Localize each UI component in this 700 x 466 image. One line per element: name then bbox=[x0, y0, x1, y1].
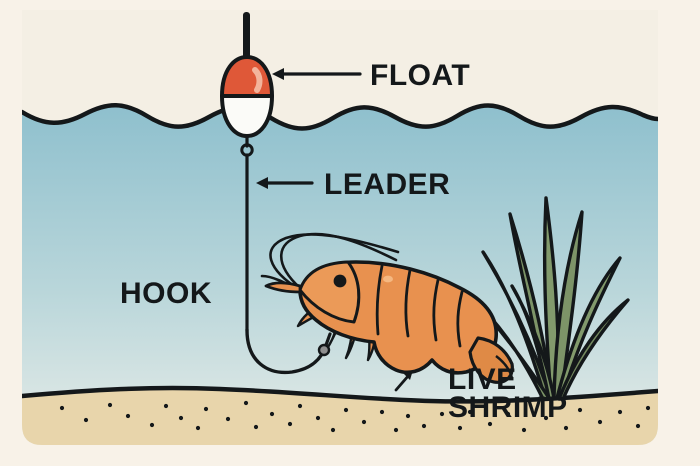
label-live: LIVE bbox=[448, 363, 517, 396]
float-arrowhead-icon bbox=[272, 68, 284, 80]
float-bottom bbox=[220, 94, 274, 138]
shrimp-arrowhead-icon bbox=[404, 370, 413, 380]
hook-in-shrimp bbox=[317, 343, 331, 357]
shrimp-arrow-line bbox=[394, 373, 411, 392]
hook-bend bbox=[245, 328, 328, 375]
bobber-float bbox=[220, 12, 274, 138]
label-hook: HOOK bbox=[120, 277, 212, 310]
label-float: FLOAT bbox=[370, 59, 470, 92]
sand-speckles bbox=[59, 400, 651, 433]
shrimp-tail bbox=[468, 336, 514, 384]
seagrass-plant bbox=[468, 196, 630, 401]
shrimp-segments bbox=[375, 264, 464, 348]
shrimp-highlight bbox=[383, 275, 393, 283]
leader-callout: LEADER bbox=[256, 168, 450, 201]
float-callout: FLOAT bbox=[272, 59, 470, 92]
float-antenna bbox=[243, 12, 250, 62]
leader-arrowhead-icon bbox=[256, 177, 268, 189]
illustration-panel bbox=[22, 10, 658, 445]
shrimp-rostrum bbox=[264, 281, 302, 294]
live-shrimp bbox=[260, 232, 514, 384]
float-gloss bbox=[252, 67, 263, 93]
live-shrimp-callout: LIVE SHRIMP bbox=[394, 363, 568, 424]
water-surface bbox=[22, 103, 658, 131]
label-shrimp: SHRIMP bbox=[448, 391, 568, 424]
shrimp-eye bbox=[333, 274, 347, 288]
hook-point bbox=[324, 332, 332, 347]
label-leader: LEADER bbox=[324, 168, 450, 201]
hook-callout: HOOK bbox=[120, 277, 212, 310]
leader-and-hook bbox=[240, 128, 332, 375]
shrimp-tail-line bbox=[495, 355, 514, 379]
